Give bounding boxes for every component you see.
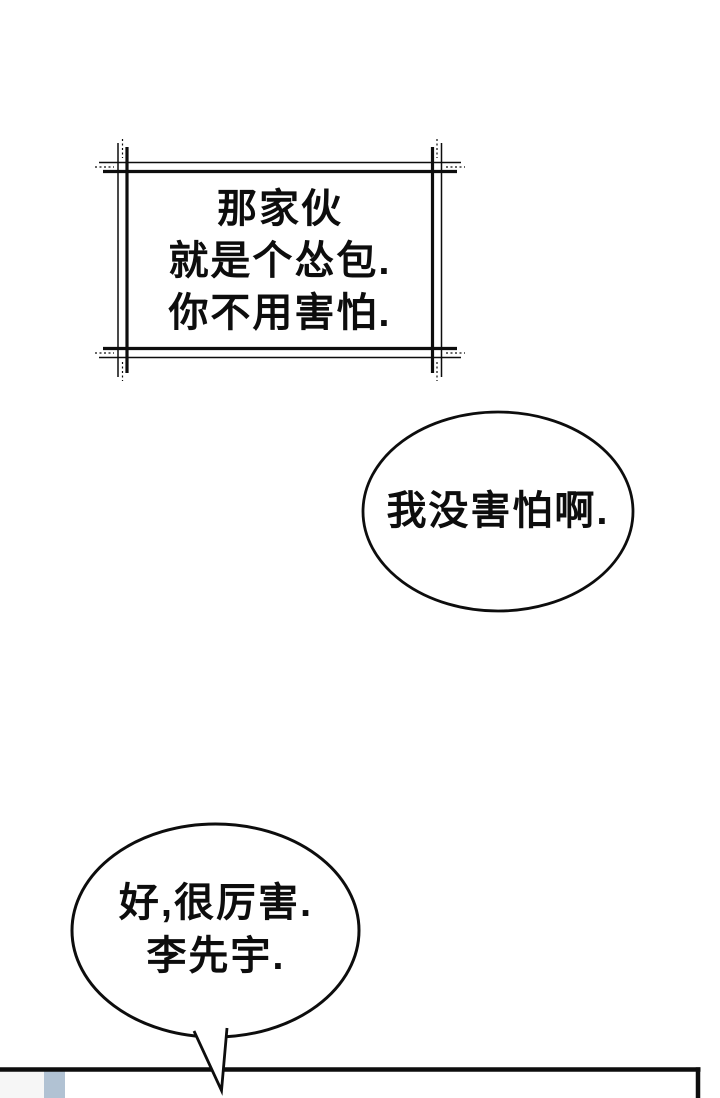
panel-art-wall <box>0 1071 44 1098</box>
corner-hash-marks <box>95 139 465 381</box>
speech-bubble-2-text: 好,很厉害. 李先宇. <box>78 829 354 1031</box>
speech-bubble-1-ellipse <box>361 410 635 613</box>
narration-line: 就是个怂包. <box>168 239 392 283</box>
speech-line: 好,很厉害. <box>118 881 314 925</box>
narration-line: 那家伙 <box>217 187 343 231</box>
next-panel <box>0 1067 701 1098</box>
speech-bubble-1-text: 我没害怕啊. <box>368 416 628 606</box>
speech-bubble-2-tail <box>192 1027 229 1096</box>
speech-line: 李先宇. <box>146 934 286 978</box>
speech-line: 我没害怕啊. <box>386 489 610 533</box>
speech-bubble-2 <box>70 822 361 1096</box>
narration-box-text: 那家伙 就是个怂包. 你不用害怕. <box>118 175 442 347</box>
panel-art-blue-bar <box>44 1071 65 1098</box>
narration-line: 你不用害怕. <box>168 291 392 335</box>
narration-box-border <box>95 139 465 381</box>
